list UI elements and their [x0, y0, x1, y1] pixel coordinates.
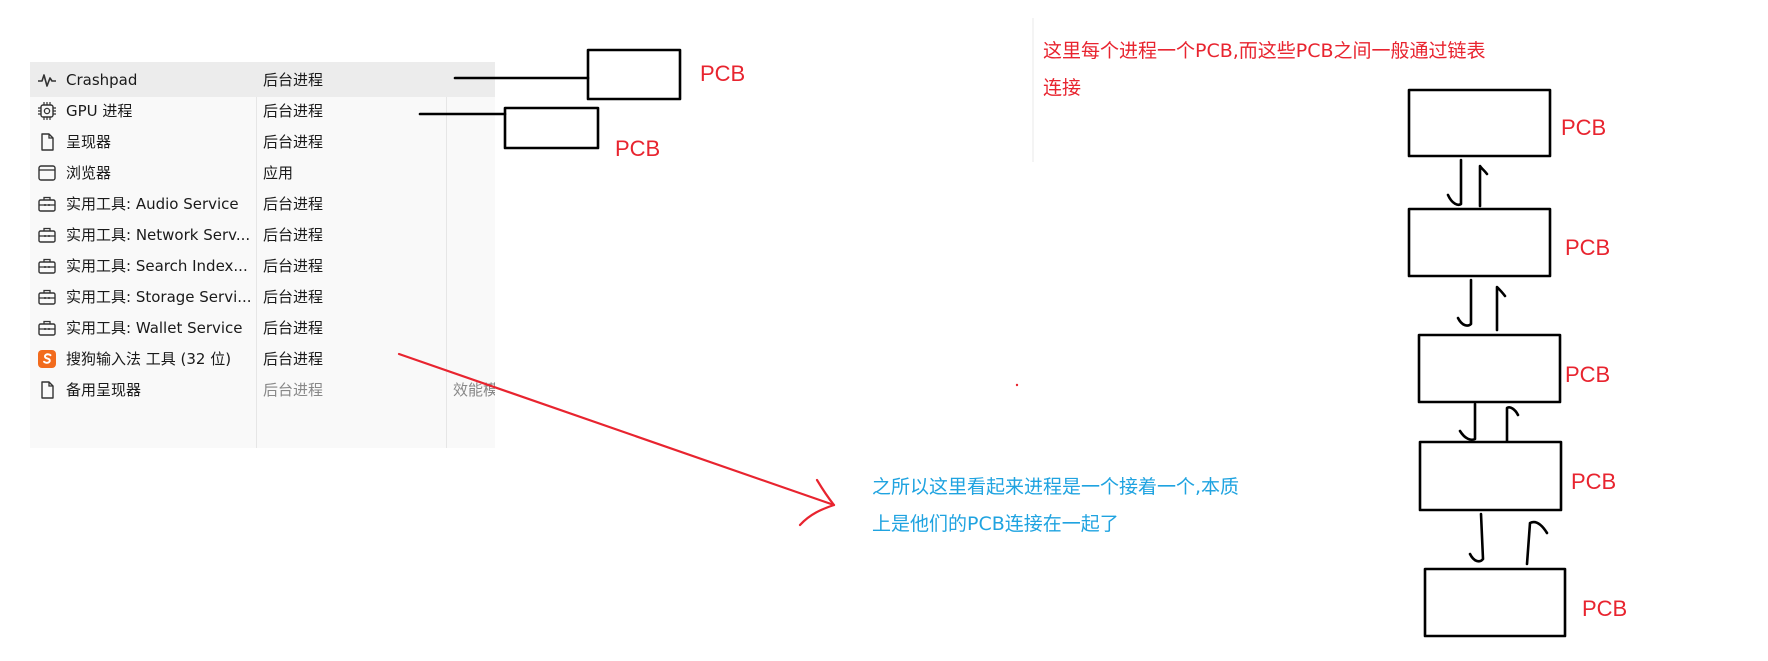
browser-window-icon [37, 163, 57, 183]
process-name: 实用工具: Storage Servi... [66, 288, 252, 306]
note-line: 这里每个进程一个PCB,而这些PCB之间一般通过链表 [1043, 40, 1486, 62]
process-type: 后台进程 [263, 381, 324, 399]
efficiency-mode-label: 效能模 [453, 381, 495, 399]
process-type: 后台进程 [263, 71, 324, 89]
note-line: 上是他们的PCB连接在一起了 [872, 513, 1119, 535]
red-arrowhead [798, 478, 836, 527]
toolbox-icon [37, 318, 57, 338]
sogou-icon [37, 349, 57, 369]
process-name: 实用工具: Audio Service [66, 195, 239, 213]
up-link-arrow [1495, 285, 1507, 332]
process-row-renderer[interactable]: 呈现器 后台进程 [30, 124, 495, 159]
process-row-gpu[interactable]: GPU 进程 后台进程 [30, 93, 495, 128]
pcb-box [1423, 567, 1567, 638]
process-name: 呈现器 [66, 133, 112, 151]
stray-dot [1015, 383, 1019, 387]
process-type: 后台进程 [263, 319, 324, 337]
pcb-label: PCB [615, 136, 661, 161]
pcb-label: PCB [1565, 362, 1611, 387]
pcb-label: PCB [1582, 596, 1628, 621]
process-name: 实用工具: Wallet Service [66, 319, 243, 337]
process-name: 搜狗输入法 工具 (32 位) [66, 350, 232, 368]
note-line: 之所以这里看起来进程是一个接着一个,本质 [872, 476, 1240, 498]
process-row-crashpad[interactable]: Crashpad 后台进程 [30, 62, 495, 97]
pcb-box [1418, 440, 1563, 512]
process-row-search-indexer[interactable]: 实用工具: Search Index... 后台进程 [30, 248, 495, 283]
pcb-box [503, 106, 600, 150]
sequence-note: 之所以这里看起来进程是一个接着一个,本质 上是他们的PCB连接在一起了 [872, 469, 1312, 543]
process-type: 后台进程 [263, 102, 324, 120]
process-name: 实用工具: Network Serv... [66, 226, 251, 244]
up-link-arrow [1505, 406, 1520, 443]
pcb-box [1407, 207, 1552, 278]
process-type: 后台进程 [263, 226, 324, 244]
process-row-sogou-ime[interactable]: 搜狗输入法 工具 (32 位) 后台进程 [30, 341, 495, 376]
pcb-box [1417, 333, 1562, 404]
process-name: GPU 进程 [66, 102, 133, 120]
process-type: 后台进程 [263, 133, 324, 151]
pulse-icon [37, 70, 57, 90]
process-type: 后台进程 [263, 195, 324, 213]
toolbox-icon [37, 194, 57, 214]
process-name: 备用呈现器 [66, 381, 142, 399]
document-icon [37, 132, 57, 152]
process-name: 实用工具: Search Index... [66, 257, 248, 275]
process-row-audio-service[interactable]: 实用工具: Audio Service 后台进程 [30, 186, 495, 221]
down-link-arrow [1446, 158, 1463, 206]
up-link-arrow [1525, 520, 1549, 566]
toolbox-icon [37, 256, 57, 276]
process-type: 后台进程 [263, 288, 324, 306]
pcb-label: PCB [1571, 469, 1617, 494]
gpu-chip-icon [37, 101, 57, 121]
note-line: 连接 [1043, 77, 1082, 99]
process-row-wallet-service[interactable]: 实用工具: Wallet Service 后台进程 [30, 310, 495, 345]
process-type: 后台进程 [263, 350, 324, 368]
pcb-box [586, 48, 682, 101]
pcb-box [1407, 88, 1552, 158]
red-pointer-arrow [397, 352, 836, 507]
column-divider[interactable] [446, 62, 447, 448]
process-name: 浏览器 [66, 164, 112, 182]
process-list-panel: Crashpad 后台进程 GPU 进程 后台进程 呈现器 后台进程 浏览器 应… [30, 62, 495, 448]
process-row-backup-renderer[interactable]: 备用呈现器 后台进程 效能模 [30, 372, 495, 407]
up-link-arrow [1478, 164, 1489, 208]
process-row-storage-service[interactable]: 实用工具: Storage Servi... 后台进程 [30, 279, 495, 314]
document-icon [37, 380, 57, 400]
down-link-arrow [1468, 512, 1485, 563]
process-type: 应用 [263, 164, 294, 182]
column-divider[interactable] [256, 62, 257, 448]
process-name: Crashpad [66, 71, 138, 89]
process-row-network-service[interactable]: 实用工具: Network Serv... 后台进程 [30, 217, 495, 252]
pcb-label: PCB [1561, 115, 1607, 140]
toolbox-icon [37, 225, 57, 245]
process-type: 后台进程 [263, 257, 324, 275]
pcb-label: PCB [700, 61, 746, 86]
toolbox-icon [37, 287, 57, 307]
pcb-label: PCB [1565, 235, 1611, 260]
linked-list-note: 这里每个进程一个PCB,而这些PCB之间一般通过链表 连接 [1043, 33, 1563, 107]
process-row-browser[interactable]: 浏览器 应用 [30, 155, 495, 190]
down-link-arrow [1458, 402, 1477, 442]
down-link-arrow [1456, 278, 1473, 327]
